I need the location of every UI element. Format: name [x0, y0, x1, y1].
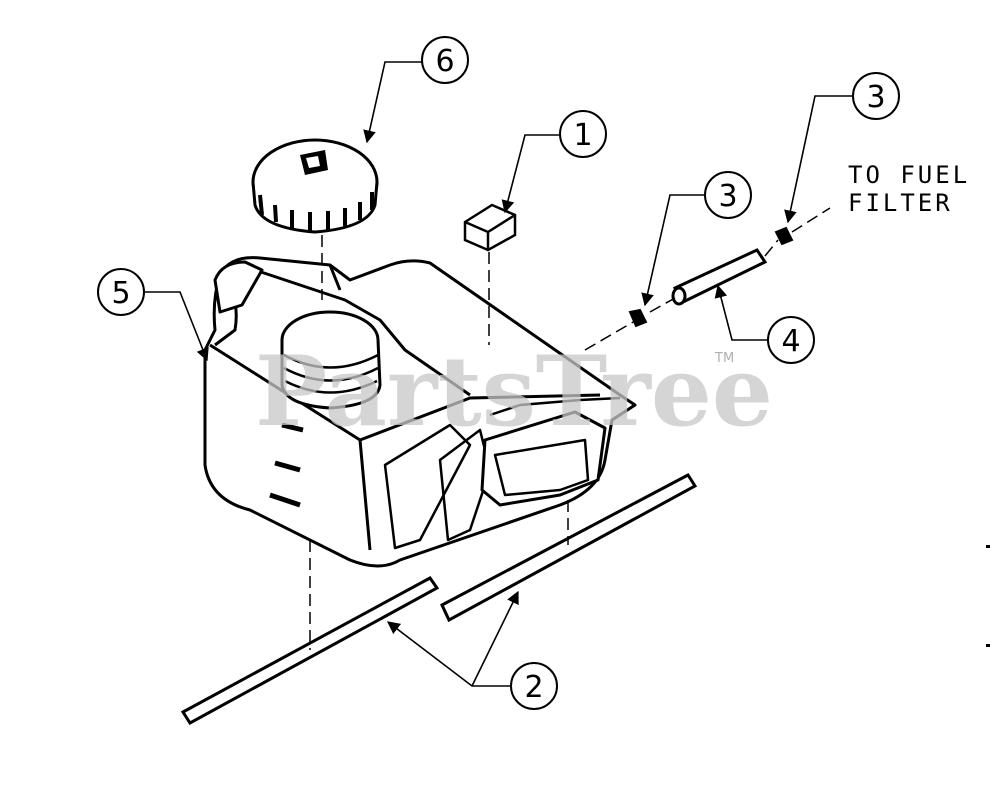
callout-3a: 3 — [704, 171, 752, 219]
fuel-cap — [251, 138, 379, 234]
note-line-1: TO FUEL — [848, 161, 970, 189]
watermark-tm: TM — [714, 351, 734, 366]
callout-4-label: 4 — [781, 324, 800, 359]
watermark: PartsTree TM — [255, 335, 773, 448]
callout-5: 5 — [97, 268, 145, 316]
callout-5-label: 5 — [111, 276, 130, 311]
callout-1: 1 — [559, 110, 607, 158]
callout-3b: 3 — [852, 72, 900, 120]
callout-6-label: 6 — [435, 44, 454, 79]
callout-3b-label: 3 — [866, 80, 885, 115]
callout-6: 6 — [421, 36, 469, 84]
mounting-strips — [180, 473, 698, 725]
fuel-line — [671, 248, 768, 306]
callout-3a-label: 3 — [718, 179, 737, 214]
foam-pad — [463, 203, 517, 252]
note-line-2: FILTER — [848, 189, 953, 217]
leader-lines — [145, 61, 853, 687]
callout-4: 4 — [767, 316, 815, 364]
assembly-lines — [309, 207, 831, 650]
edge-marks — [986, 545, 990, 647]
callout-2-label: 2 — [524, 670, 543, 705]
callout-1-label: 1 — [573, 118, 592, 153]
callout-2: 2 — [510, 662, 558, 710]
watermark-text: PartsTree — [255, 335, 773, 448]
fuel-tank — [203, 256, 637, 568]
fuel-filter-note: TO FUEL FILTER — [848, 161, 970, 217]
